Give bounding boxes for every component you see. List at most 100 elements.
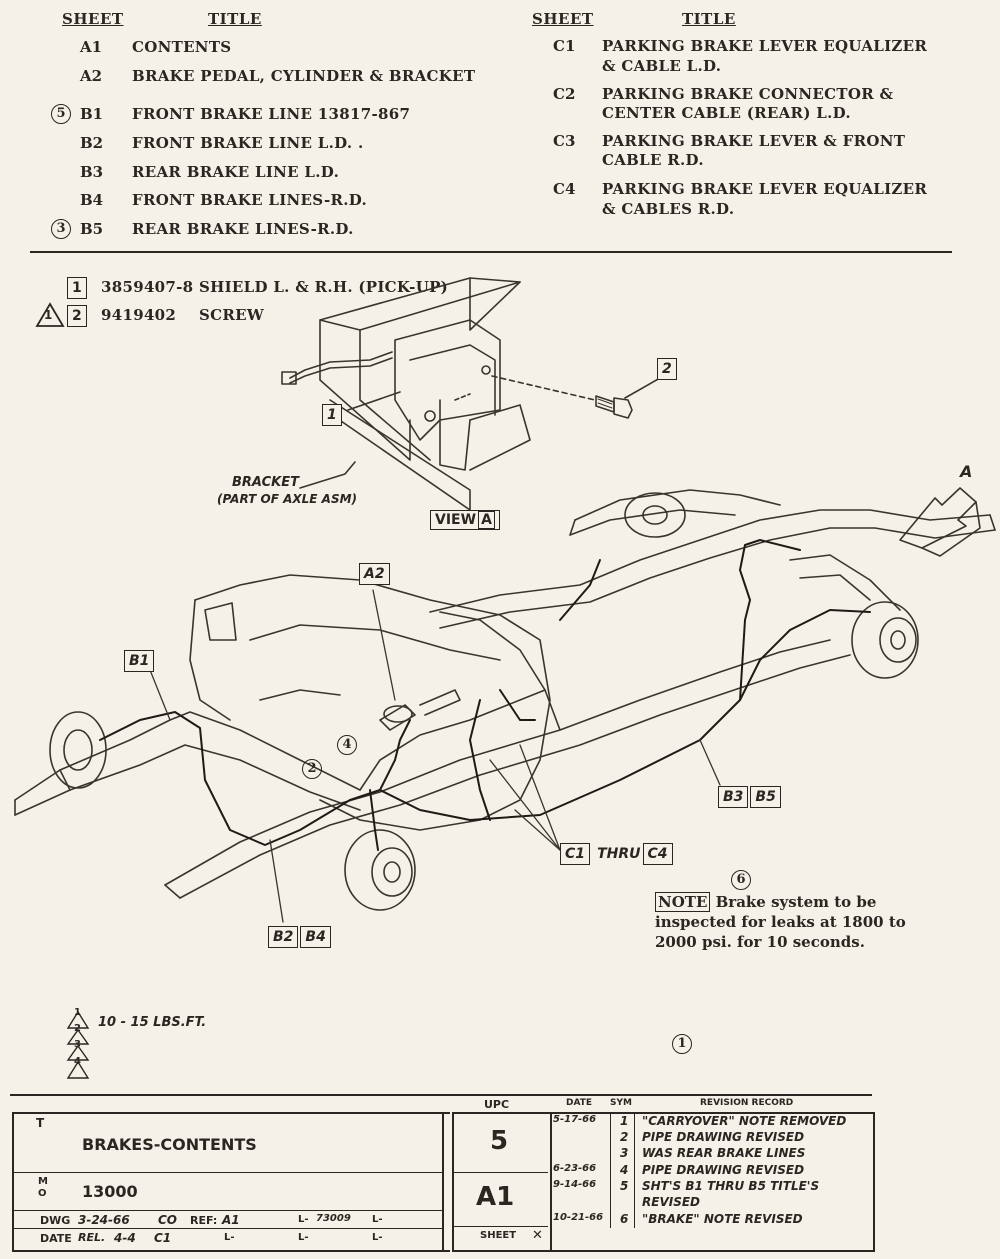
contents-title-c3-line2: CABLE R.D.: [602, 151, 704, 169]
rev-record-header: REVISION RECORD: [700, 1098, 794, 1108]
view-letter: A: [478, 511, 495, 529]
label-a2: A2: [359, 563, 390, 585]
dwg-label: DWG: [40, 1214, 71, 1227]
label-b2: B2: [268, 926, 299, 948]
note-label: NOTE: [655, 892, 711, 912]
diagram-circle-4: 4: [337, 735, 357, 755]
l-label-3: L-: [224, 1232, 235, 1243]
rev-vrule-2: [634, 1112, 635, 1228]
rev-text-1: "CARRYOVER" NOTE REMOVED: [642, 1114, 847, 1128]
label-b4: B4: [300, 926, 331, 948]
l-value-1: 73009: [316, 1213, 351, 1224]
section-divider: [30, 251, 952, 253]
contents-title-c3-line1: PARKING BRAKE LEVER & FRONT: [602, 132, 906, 150]
upc-value: 5: [490, 1126, 509, 1156]
rear-right-wheel: [851, 601, 919, 679]
dwg-date: 3-24-66: [78, 1213, 130, 1227]
contents-title-c1-line1: PARKING BRAKE LEVER EQUALIZER: [602, 37, 928, 55]
contents-title-c2-line2: CENTER CABLE (REAR) L.D.: [602, 104, 851, 122]
view-label-text: VIEW: [435, 512, 477, 528]
leader-lines: [149, 589, 721, 923]
note-line-1: Brake system to be: [715, 893, 877, 911]
contents-title-a2: BRAKE PEDAL, CYLINDER & BRACKET: [132, 67, 476, 85]
corner-t: T: [36, 1116, 45, 1130]
note-line-2: inspected for leaks at 1800 to: [655, 913, 906, 931]
torque-tri-2: 2: [74, 1023, 81, 1034]
contents-sheet-a2: A2: [80, 67, 103, 85]
drawing-number: 13000: [82, 1182, 138, 1201]
contents-title-b1: FRONT BRAKE LINE 13817-867: [132, 105, 411, 123]
title-block-top-rule: [10, 1094, 872, 1096]
note-circle-6: 6: [731, 870, 751, 890]
rev-sym-4: 4: [620, 1163, 629, 1177]
title-hrule-2: [12, 1210, 444, 1211]
dwg-initials: CO: [158, 1213, 178, 1227]
torque-triangles-icon: [66, 1010, 90, 1079]
sheet-value: A1: [476, 1182, 515, 1212]
rev-sym-header: SYM: [610, 1098, 632, 1108]
contents-sheet-c2: C2: [553, 85, 576, 103]
upc-label: UPC: [484, 1098, 510, 1111]
sheet-label: SHEET: [480, 1230, 517, 1241]
drawing-title: BRAKES-CONTENTS: [82, 1135, 257, 1154]
rev-text-5b: REVISED: [642, 1195, 700, 1209]
rear-left-wheel: [624, 492, 686, 538]
title-left-frame: [12, 1112, 450, 1252]
note-line-3: 2000 psi. for 10 seconds.: [655, 933, 865, 951]
rev-date-4: 6-23-66: [553, 1163, 597, 1174]
master-cylinder: [379, 689, 461, 731]
contents-title-b3: REAR BRAKE LINE L.D.: [132, 163, 340, 181]
rev-text-5: SHT'S B1 THRU B5 TITLE'S: [642, 1179, 820, 1193]
contents-sheet-b1: B1: [80, 105, 104, 123]
bracket-label: BRACKET: [232, 475, 299, 490]
contents-sheet-a1: A1: [80, 38, 103, 56]
contents-sheet-b5: B5: [80, 220, 104, 238]
corner-o: O: [38, 1188, 47, 1199]
rel-initials: C1: [154, 1231, 172, 1245]
l-label-4: L-: [298, 1232, 309, 1243]
contents-title-a1: CONTENTS: [132, 38, 232, 56]
torque-tri-3: 3: [74, 1039, 81, 1050]
contents-sheet-c4: C4: [553, 180, 576, 198]
view-arrow-a: [899, 487, 981, 557]
revision-circle-3: 3: [51, 219, 71, 239]
callout-2-box: 2: [657, 358, 677, 380]
rev-sym-6: 6: [620, 1212, 629, 1226]
l-label-1: L-: [298, 1214, 309, 1225]
contents-title-c1-line2: & CABLE L.D.: [602, 57, 722, 75]
l-label-2: L-: [372, 1214, 383, 1225]
rel-label: REL.: [78, 1231, 106, 1244]
l-label-5: L-: [372, 1232, 383, 1243]
revision-frame: [550, 1112, 875, 1252]
ref-label: REF:: [190, 1214, 218, 1227]
contents-sheet-b3: B3: [80, 163, 104, 181]
part-tri-number-2: 1: [44, 308, 53, 322]
part-key-2: 2: [67, 305, 87, 327]
chassis-frame: [14, 489, 996, 899]
label-b5: B5: [750, 786, 781, 808]
part-number-1: 3859407-8: [101, 278, 194, 296]
contents-title-c2-line1: PARKING BRAKE CONNECTOR &: [602, 85, 894, 103]
title-hrule-1: [12, 1172, 444, 1173]
date-label: DATE: [40, 1232, 72, 1245]
rev-date-1: 5-17-66: [553, 1114, 597, 1125]
rev-vrule-1: [610, 1112, 611, 1228]
left-sheet-header: SHEET: [62, 10, 124, 28]
rel-date: 4-4: [114, 1231, 136, 1245]
torque-tri-4: 4: [74, 1056, 81, 1067]
contents-sheet-c3: C3: [553, 132, 576, 150]
right-sheet-header: SHEET: [532, 10, 594, 28]
ref-value: A1: [222, 1213, 240, 1227]
sheet-hrule: [452, 1226, 548, 1227]
rev-text-2: PIPE DRAWING REVISED: [642, 1130, 805, 1144]
rev-date-header: DATE: [566, 1098, 593, 1108]
part-key-1: 1: [67, 277, 87, 299]
revision-circle-5: 5: [51, 104, 71, 124]
contents-sheet-b2: B2: [80, 134, 104, 152]
drawing-circle-1: 1: [672, 1034, 692, 1054]
rev-date-5: 9-14-66: [553, 1179, 597, 1190]
sheet-x-mark-icon: ✕: [532, 1228, 543, 1243]
